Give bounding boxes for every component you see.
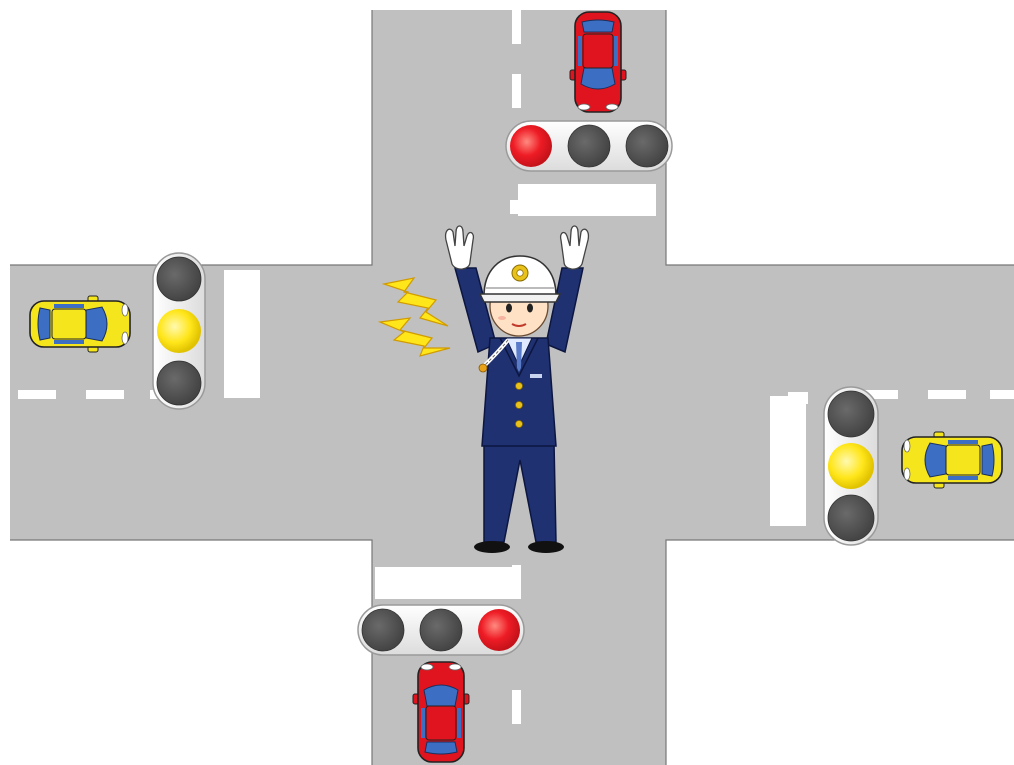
car-windshield: [925, 443, 946, 477]
stop-line-west: [224, 270, 260, 398]
stop-line-east: [770, 396, 806, 526]
signal-lamp-yellow: [828, 443, 874, 489]
car-headlight: [449, 664, 461, 670]
traffic-signal-south: [358, 605, 524, 655]
car-roof: [52, 309, 86, 339]
car-side-window: [578, 36, 582, 66]
car-side-window: [614, 36, 618, 66]
officer-cheek: [498, 316, 506, 320]
officer-helmet-brim: [480, 294, 560, 302]
car-side-window: [54, 340, 84, 344]
jacket-button: [516, 383, 523, 390]
signal-lamp-yellow: [157, 309, 201, 353]
car-side-window: [948, 440, 978, 444]
lane-dash: [86, 390, 124, 399]
signal-lamp-off: [568, 125, 610, 167]
jacket-button: [516, 421, 523, 428]
officer-left-shoe: [474, 541, 510, 553]
signal-lamp-off: [157, 361, 201, 405]
car-rear-window: [982, 444, 994, 476]
officer-right-eye: [527, 304, 533, 313]
lane-dash: [512, 74, 521, 108]
car-west: [30, 296, 130, 352]
signal-lamp-off: [828, 391, 874, 437]
whistle-icon: [479, 364, 487, 372]
car-headlight: [421, 664, 433, 670]
car-north: [570, 12, 626, 112]
lane-dash: [18, 390, 56, 399]
car-headlight: [904, 440, 910, 452]
stop-line-north: [518, 184, 656, 216]
officer-name-tag: [530, 374, 542, 378]
lane-dash: [512, 10, 521, 44]
jacket-button: [516, 402, 523, 409]
officer-left-eye: [506, 304, 512, 313]
car-side-window: [54, 304, 84, 308]
car-headlight: [122, 304, 128, 316]
stop-line-south: [375, 567, 517, 599]
car-windshield: [581, 68, 615, 89]
car-roof: [583, 34, 613, 68]
car-south: [413, 662, 469, 762]
traffic-signal-east: [824, 387, 878, 545]
signal-lamp-red: [510, 125, 552, 167]
car-headlight: [606, 104, 618, 110]
car-roof: [946, 445, 980, 475]
lane-dash: [990, 390, 1014, 399]
helmet-badge-center: [517, 270, 523, 276]
traffic-signal-west: [153, 253, 205, 409]
car-windshield: [424, 685, 458, 706]
signal-lamp-off: [420, 609, 462, 651]
car-windshield: [86, 307, 107, 341]
traffic-signal-north: [506, 121, 672, 171]
car-rear-window: [38, 308, 50, 340]
car-roof: [426, 706, 456, 740]
lane-dash: [928, 390, 966, 399]
car-side-window: [421, 708, 425, 738]
signal-lamp-off: [626, 125, 668, 167]
stop-line-east-tab: [788, 392, 808, 404]
officer-right-shoe: [528, 541, 564, 553]
car-headlight: [122, 332, 128, 344]
car-rear-window: [582, 20, 614, 32]
signal-lamp-red: [478, 609, 520, 651]
car-rear-window: [425, 742, 457, 754]
car-side-window: [948, 476, 978, 480]
signal-lamp-off: [157, 257, 201, 301]
signal-lamp-off: [362, 609, 404, 651]
car-side-window: [457, 708, 461, 738]
lane-dash: [512, 690, 521, 724]
signal-lamp-off: [828, 495, 874, 541]
car-headlight: [578, 104, 590, 110]
car-headlight: [904, 468, 910, 480]
car-east: [902, 432, 1002, 488]
stop-line-north-tab: [510, 200, 522, 214]
